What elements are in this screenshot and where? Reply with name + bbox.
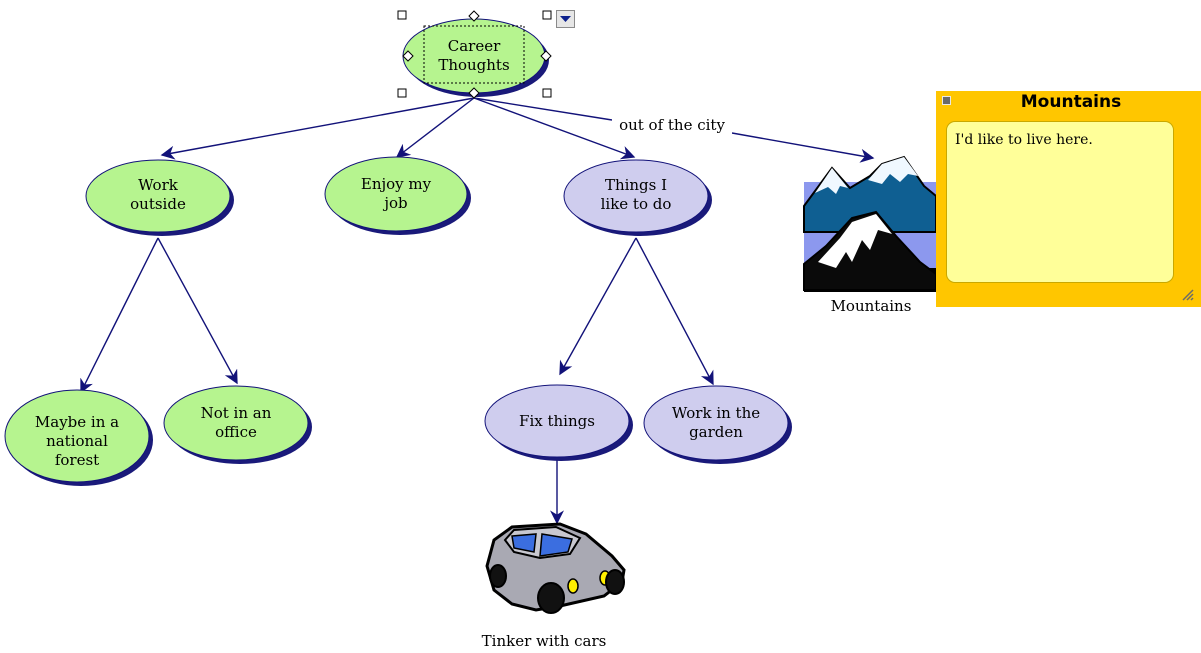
node-shape	[85, 159, 231, 233]
node-work-outside[interactable]: Work outside	[85, 159, 234, 236]
link-label-out-of-city[interactable]: out of the city	[619, 116, 725, 134]
car-wheel	[537, 582, 565, 614]
node-things-i-like-to-do[interactable]: Things I like to do	[563, 159, 712, 236]
link-career-to-things-i-like[interactable]	[473, 97, 636, 160]
car-wheel	[605, 569, 625, 595]
selection-handle-top-right[interactable]	[542, 10, 552, 20]
node-label-line1: Maybe in a	[35, 413, 119, 431]
link-work-outside-to-forest[interactable]	[80, 237, 159, 394]
node-label-line2: outside	[130, 195, 186, 213]
note-body[interactable]: I'd like to live here.	[946, 121, 1174, 283]
note-collapse-button[interactable]	[942, 96, 951, 105]
node-label-line1: Work	[138, 176, 179, 194]
mountains-back-snow	[815, 157, 918, 194]
selection-handle-bottom-right[interactable]	[542, 88, 552, 98]
triangle-down-icon	[560, 16, 571, 22]
image-node-car[interactable]: Tinker with cars	[482, 522, 626, 650]
node-menu-button[interactable]	[556, 10, 575, 28]
link-things-to-garden[interactable]	[635, 237, 714, 386]
link-career-to-mountains[interactable]	[473, 97, 873, 158]
car-side-window	[511, 533, 537, 553]
link-label-bg	[612, 113, 732, 135]
node-label-line2: like to do	[601, 195, 672, 213]
mountains-caption: Mountains	[831, 297, 912, 315]
link-career-to-work-outside[interactable]	[160, 97, 475, 160]
link-career-to-enjoy-job[interactable]	[395, 97, 475, 158]
node-label-line1: Fix things	[519, 412, 595, 430]
link-handle-right[interactable]	[540, 50, 552, 62]
note-header[interactable]: Mountains	[936, 91, 1201, 115]
node-label-line2: office	[215, 423, 257, 441]
node-shape	[4, 389, 150, 483]
note-mountains[interactable]: Mountains I'd like to live here.	[936, 91, 1201, 307]
node-work-in-the-garden[interactable]: Work in the garden	[643, 385, 792, 464]
link-handle-bottom[interactable]	[468, 87, 480, 99]
image-node-mountains[interactable]: Mountains	[803, 155, 937, 315]
node-label-line1: Work in the	[672, 404, 760, 422]
node-text-focus-box	[423, 25, 525, 84]
node-label-line1: Not in an	[201, 404, 272, 422]
link-handle-left[interactable]	[402, 50, 414, 62]
selection-handle-top-left[interactable]	[397, 10, 407, 20]
node-not-in-an-office[interactable]: Not in an office	[163, 385, 312, 464]
node-label-line2: job	[382, 194, 407, 212]
link-work-outside-to-office[interactable]	[157, 237, 238, 385]
node-career-thoughts[interactable]: Career Thoughts	[397, 10, 552, 99]
mountains-front-snow	[818, 214, 892, 268]
selection-handle-bottom-left[interactable]	[397, 88, 407, 98]
node-shape	[484, 384, 630, 458]
car-wheel	[489, 564, 507, 588]
links	[80, 97, 873, 525]
node-shape	[643, 385, 789, 461]
node-fix-things[interactable]: Fix things	[484, 384, 633, 461]
link-things-to-fix[interactable]	[559, 237, 637, 376]
node-label-line2: national	[46, 432, 108, 450]
car-headlight	[567, 578, 579, 594]
node-label-line2: garden	[689, 423, 743, 441]
link-handle-top[interactable]	[468, 10, 480, 22]
car-caption: Tinker with cars	[482, 632, 607, 650]
node-shape	[324, 156, 468, 232]
node-maybe-national-forest[interactable]: Maybe in a national forest	[4, 389, 153, 486]
node-enjoy-my-job[interactable]: Enjoy my job	[324, 156, 471, 235]
node-shape	[163, 385, 309, 461]
node-label-line1: Career	[448, 37, 501, 55]
node-label-line2: Thoughts	[438, 56, 509, 74]
node-label-line3: forest	[55, 451, 99, 469]
node-label-line1: Enjoy my	[361, 175, 432, 193]
node-label-line1: Things I	[605, 176, 667, 194]
note-title: Mountains	[1020, 92, 1122, 112]
car-windshield	[539, 533, 573, 557]
resize-grip-icon[interactable]	[1180, 287, 1194, 301]
node-shape	[563, 159, 709, 233]
